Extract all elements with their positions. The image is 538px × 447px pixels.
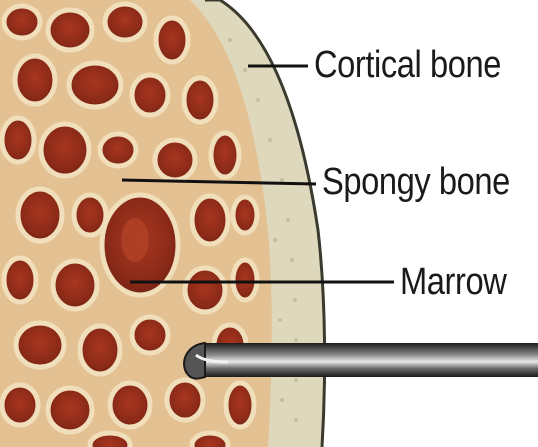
marrow-label: Marrow bbox=[400, 263, 506, 301]
cortical-bone-label: Cortical bone bbox=[314, 46, 501, 84]
biopsy-needle-icon bbox=[184, 343, 538, 379]
spongy-bone-label: Spongy bone bbox=[322, 163, 510, 201]
